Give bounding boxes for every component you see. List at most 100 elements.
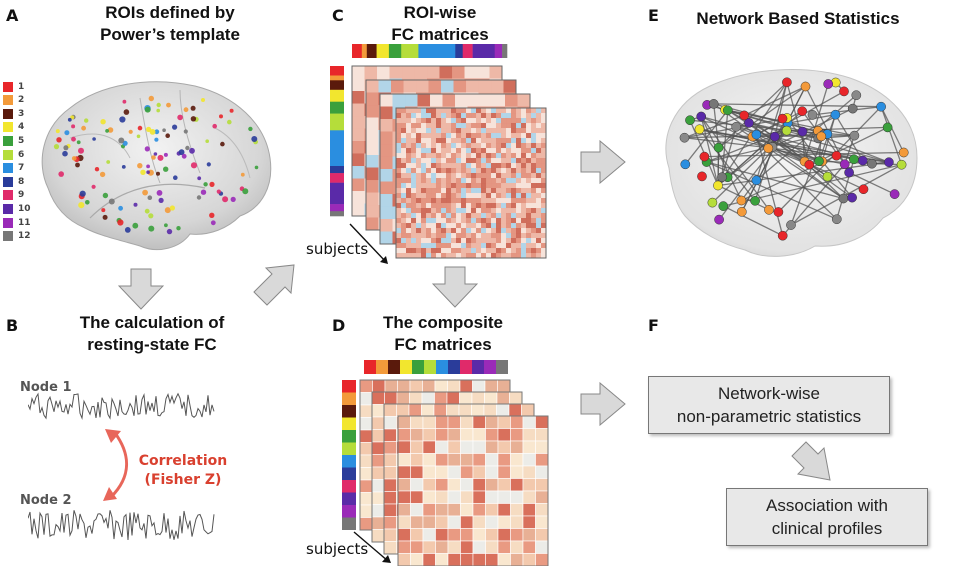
roi-dot: [242, 188, 249, 195]
network-color-segment: [494, 44, 503, 58]
roi-dot: [176, 226, 181, 231]
network-color-segment: [376, 44, 390, 58]
network-color-segment: [330, 66, 344, 76]
brain-sulcus: [89, 183, 206, 219]
network-node: [713, 180, 723, 191]
legend-swatch: [3, 108, 13, 119]
arrow-down-c-to-d: [432, 266, 478, 308]
network-node: [847, 192, 857, 203]
legend-item: 11: [3, 216, 31, 229]
legend-swatch: [3, 203, 13, 214]
network-node: [680, 159, 691, 170]
network-node: [718, 201, 729, 211]
roi-dot: [144, 208, 150, 214]
network-node: [697, 171, 707, 182]
roi-dot: [70, 115, 75, 120]
legend-label: 10: [18, 203, 31, 214]
network-edge: [713, 103, 844, 200]
legend-label: 12: [18, 231, 31, 242]
panel-d-title: The composite FC matrices: [338, 312, 548, 356]
network-edge: [706, 161, 838, 220]
network-edge: [880, 106, 905, 153]
roi-dot: [229, 108, 234, 113]
network-color-cell: [342, 405, 356, 418]
network-node: [830, 109, 841, 120]
roi-dot: [173, 175, 178, 180]
correlation-label-line2: (Fisher Z): [144, 472, 222, 488]
roi-dot: [190, 105, 196, 111]
legend-swatch: [3, 190, 13, 201]
roi-dot: [124, 227, 131, 233]
roi-dot: [128, 129, 133, 134]
network-node: [839, 86, 849, 97]
network-node: [773, 207, 784, 217]
roi-dot: [122, 99, 127, 104]
roi-dot: [163, 152, 168, 157]
roi-dot: [100, 119, 106, 125]
network-edge: [755, 134, 784, 236]
roi-dot: [248, 126, 253, 132]
network-color-cell: [424, 360, 436, 374]
network-edge: [723, 205, 783, 237]
network-node: [884, 157, 894, 168]
legend-swatch: [3, 95, 13, 106]
roi-dot: [162, 128, 166, 132]
legend-label: 3: [18, 108, 25, 119]
roi-dot: [200, 189, 207, 195]
network-color-cell: [342, 430, 356, 443]
legend-label: 11: [18, 217, 31, 228]
network-color-cell: [400, 360, 412, 374]
roi-dot: [144, 146, 150, 152]
roi-dot: [230, 196, 236, 202]
panel-b-title-line2: resting-state FC: [87, 335, 217, 354]
roi-dot: [158, 197, 164, 203]
network-edge: [848, 171, 895, 195]
network-color-segment: [330, 182, 344, 205]
network-edge: [786, 82, 810, 165]
panel-c-title-line2: FC matrices: [391, 25, 489, 44]
network-node: [822, 171, 833, 182]
roi-dot: [164, 207, 171, 214]
roi-dot: [144, 106, 151, 113]
roi-dot: [209, 212, 215, 218]
panel-a-title-line1: ROIs defined by: [105, 3, 235, 22]
network-node: [739, 110, 750, 121]
roi-dot: [64, 130, 70, 136]
roi-dot: [67, 117, 72, 122]
panel-d-title-line2: FC matrices: [394, 335, 492, 354]
network-color-segment: [366, 44, 377, 58]
network-edge: [844, 135, 856, 165]
timeseries-line: [28, 510, 215, 541]
network-edge: [684, 109, 729, 165]
brain-cortex-shape: [41, 81, 272, 250]
network-node: [800, 81, 811, 92]
network-node: [696, 111, 707, 122]
panel-a-title-line2: Power’s template: [100, 25, 240, 44]
roi-dot: [53, 144, 60, 150]
roi-dot: [148, 213, 154, 219]
legend-item: 2: [3, 94, 24, 107]
network-edge: [755, 82, 788, 181]
legend-label: 2: [18, 95, 25, 106]
roi-dot: [185, 145, 190, 151]
roi-dot: [190, 116, 197, 122]
network-node: [750, 195, 760, 206]
roi-dot: [240, 172, 245, 177]
roi-dot: [147, 195, 153, 200]
legend-swatch: [3, 176, 13, 187]
panel-letter-e: E: [648, 6, 659, 25]
network-node: [896, 159, 907, 170]
network-node: [707, 197, 718, 208]
roi-dot: [136, 134, 141, 139]
network-color-cell: [342, 505, 356, 518]
network-color-segment: [330, 89, 344, 102]
legend-item: 6: [3, 148, 24, 161]
roi-dot: [118, 137, 125, 144]
panel-d-title-line1: The composite: [383, 313, 503, 332]
network-color-segment: [330, 211, 344, 217]
roi-dot: [183, 107, 189, 113]
network-node: [858, 184, 869, 195]
roi-dot: [146, 126, 152, 132]
network-color-segment: [330, 204, 344, 212]
roi-dot: [190, 162, 198, 169]
